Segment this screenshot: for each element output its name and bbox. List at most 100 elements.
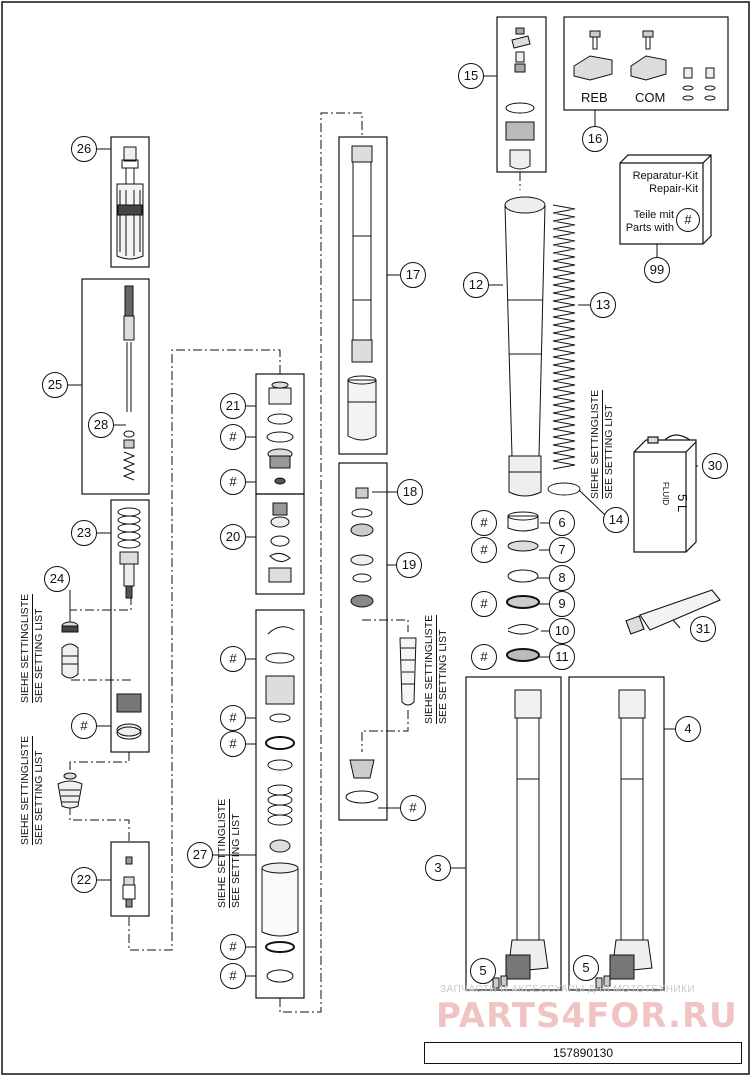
callout-99[interactable]: 99 [644,257,670,283]
setting-list-de: SIEHE SETTINGLISTE [423,614,437,724]
repair-kit-parts-de: Teile mit [633,209,674,221]
callout-16[interactable]: 16 [582,126,608,152]
part-24-drawing [61,621,79,679]
setting-list-note: SIEHE SETTINGLISTE SEE SETTING LIST [216,798,242,908]
callout-23[interactable]: 23 [71,520,97,546]
part-26-drawing [116,146,144,260]
setting-list-de: SIEHE SETTINGLISTE [589,389,603,499]
part-15-drawing [505,27,535,170]
can-volume-label: 5 L [675,494,690,513]
callout-3[interactable]: 3 [425,855,451,881]
box-22 [110,841,150,917]
callout-27[interactable]: 27 [187,842,213,868]
can-fluid-label: FLUID [661,482,670,506]
box-19 [338,462,388,821]
callout-12[interactable]: 12 [463,272,489,298]
part-17-drawing [347,145,377,441]
rings-6-11-drawing [506,511,540,662]
part-25-drawing [122,285,136,481]
callout-hash[interactable]: # [220,424,246,450]
box-17 [338,136,388,455]
repair-kit-title: Reparatur-Kit Repair-Kit [622,170,698,196]
callout-17[interactable]: 17 [400,262,426,288]
repair-kit-parts-en: Parts with [625,222,674,234]
callout-5[interactable]: 5 [573,955,599,981]
box-16 [563,16,729,111]
setting-list-en: SEE SETTING LIST [33,750,45,845]
callout-30[interactable]: 30 [702,453,728,479]
box-20 [255,493,305,595]
callout-hash[interactable]: # [471,510,497,536]
setting-list-note: SIEHE SETTINGLISTE SEE SETTING LIST [423,614,449,724]
part-4-drawing [609,689,653,980]
setting-list-note: SIEHE SETTINGLISTE SEE SETTING LIST [19,593,45,703]
part-31-drawing [625,589,721,635]
callout-31[interactable]: 31 [690,616,716,642]
callout-14[interactable]: 14 [603,507,629,533]
part-27-drawing [261,626,299,983]
callout-hash[interactable]: # [220,646,246,672]
part-3-drawing [505,689,549,980]
box-27 [255,609,305,999]
callout-28[interactable]: 28 [88,412,114,438]
callout-hash[interactable]: # [471,644,497,670]
callout-24[interactable]: 24 [44,566,70,592]
setting-list-de: SIEHE SETTINGLISTE [19,735,33,845]
repair-kit-parts: Teile mit Parts with [618,209,674,235]
part-16-drawing [573,30,716,101]
callout-21[interactable]: 21 [220,393,246,419]
callout-11[interactable]: 11 [549,644,575,670]
callout-13[interactable]: 13 [590,292,616,318]
callout-hash[interactable]: # [471,537,497,563]
part-20-drawing [268,502,292,583]
setting-list-en: SEE SETTING LIST [230,813,242,908]
part-22-drawing [122,856,136,908]
part-23-drawing [116,507,142,740]
setting-list-note: SIEHE SETTINGLISTE SEE SETTING LIST [589,389,615,499]
setting-list-en: SEE SETTING LIST [603,404,615,499]
setting-list-de: SIEHE SETTINGLISTE [19,593,33,703]
callout-20[interactable]: 20 [220,524,246,550]
watermark-logo: PARTS4FOR.RU [436,996,738,1036]
callout-7[interactable]: 7 [549,537,575,563]
label-com: COM [635,90,666,105]
box-15 [496,16,547,173]
callout-4[interactable]: 4 [675,716,701,742]
callout-hash[interactable]: # [471,591,497,617]
callout-hash[interactable]: # [220,963,246,989]
box-23 [110,499,150,753]
part-setting-stack-drawing [57,772,83,809]
callout-18[interactable]: 18 [397,479,423,505]
callout-hash[interactable]: # [220,469,246,495]
callout-hash[interactable]: # [220,705,246,731]
part-30-drawing [633,434,697,553]
callout-hash[interactable]: # [400,795,426,821]
repair-kit-line-en: Repair-Kit [649,183,698,195]
callout-10[interactable]: 10 [549,618,575,644]
callout-25[interactable]: 25 [42,372,68,398]
callout-5[interactable]: 5 [470,958,496,984]
repair-kit-hash-symbol: # [676,208,700,232]
part-21-drawing [266,381,294,485]
watermark-tagline: ЗАПЧАСТИ И АКСЕССУАРЫ ДЛЯ МОТОТЕХНИКИ [440,984,696,995]
setting-list-en: SEE SETTING LIST [437,629,449,724]
callout-26[interactable]: 26 [71,136,97,162]
setting-list-note: SIEHE SETTINGLISTE SEE SETTING LIST [19,735,45,845]
callout-19[interactable]: 19 [396,552,422,578]
repair-kit-line-de: Reparatur-Kit [632,170,698,182]
callout-15[interactable]: 15 [458,63,484,89]
part-12-drawing [504,196,546,497]
callout-hash[interactable]: # [220,934,246,960]
document-number: 157890130 [424,1042,742,1064]
box-3 [465,676,562,991]
callout-6[interactable]: 6 [549,510,575,536]
part-5-drawing [492,975,611,989]
callout-9[interactable]: 9 [549,591,575,617]
callout-hash[interactable]: # [71,713,97,739]
callout-22[interactable]: 22 [71,867,97,893]
callout-8[interactable]: 8 [549,565,575,591]
callout-hash[interactable]: # [220,731,246,757]
setting-list-en: SEE SETTING LIST [33,608,45,703]
